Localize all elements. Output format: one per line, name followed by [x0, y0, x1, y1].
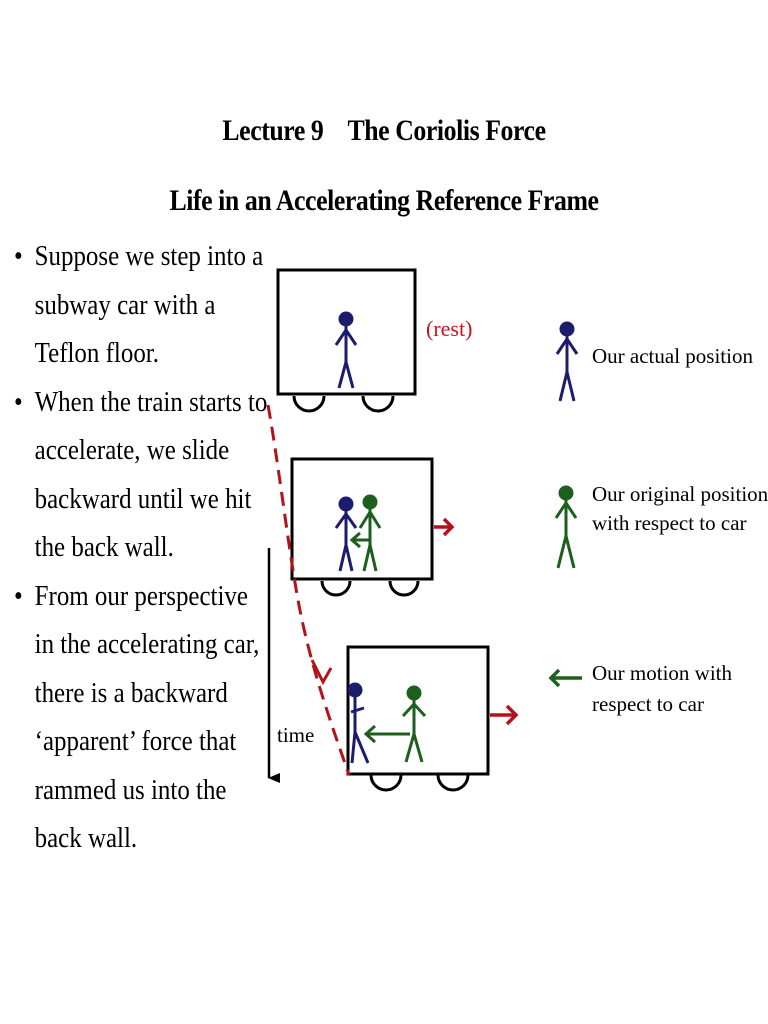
person-original-figure — [401, 685, 427, 763]
car-wheel — [361, 395, 395, 413]
legend: Our actual position Our original positio… — [548, 321, 768, 716]
bullet-item: • Suppose we step into a subway car with… — [14, 232, 272, 378]
trajectory-arrowhead — [310, 659, 333, 686]
car-starting — [290, 457, 455, 597]
person-actual-figure — [334, 496, 358, 572]
bullet-dot: • — [14, 385, 23, 418]
legend-original-figure — [554, 485, 578, 569]
legend-actual-label: Our actual position — [592, 344, 753, 368]
car-body — [290, 457, 434, 581]
car-wheel — [292, 395, 326, 413]
legend-motion-label-line1: Our motion with — [592, 661, 732, 685]
acceleration-arrow — [490, 704, 519, 726]
bullet-dot: • — [14, 240, 23, 272]
car-wheel — [320, 580, 352, 597]
legend-original-label-line1: Our original position — [592, 482, 768, 506]
bullet-item: • From our perspective in the accelerati… — [14, 572, 272, 863]
car-wheel — [369, 774, 403, 792]
bullet-dot: • — [14, 579, 23, 612]
legend-motion-arrow — [548, 668, 582, 688]
page-subtitle: Life in an Accelerating Reference Frame — [169, 184, 599, 217]
bullet-text: Suppose we step into a subway car with a… — [34, 240, 264, 369]
lecture-title: Lecture 9 The Coriolis Force — [54, 114, 714, 148]
lecture-number: Lecture 9 — [222, 114, 324, 147]
person-actual-figure — [334, 311, 358, 389]
bullet-text: From our perspective in the accelerating… — [34, 579, 260, 855]
rest-label: (rest) — [426, 316, 472, 341]
bullet-list: • Suppose we step into a subway car with… — [14, 232, 272, 863]
car-wheel — [436, 774, 470, 792]
legend-original-label-line2: with respect to car — [592, 511, 747, 535]
bullet-item: • When the train starts to accelerate, w… — [14, 378, 272, 572]
motion-arrow-small — [349, 531, 370, 549]
person-actual-figure — [347, 682, 370, 764]
car-wheel — [388, 580, 420, 597]
car-accelerating — [346, 645, 519, 792]
legend-actual-figure — [555, 321, 579, 402]
lecture-topic: The Coriolis Force — [347, 114, 546, 147]
legend-motion-label-line2: respect to car — [592, 692, 704, 716]
bullet-text: When the train starts to accelerate, we … — [34, 385, 268, 564]
acceleration-arrow — [434, 517, 455, 537]
motion-arrow-large — [363, 724, 410, 744]
car-at-rest — [276, 268, 417, 413]
trajectory-dashed-path — [266, 404, 351, 776]
time-label: time — [277, 723, 314, 747]
